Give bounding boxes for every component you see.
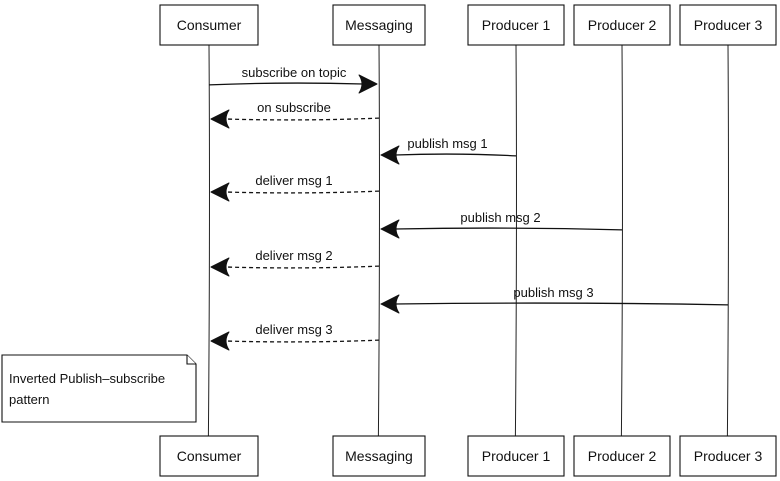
- participant-box-producer-2-top: [573, 4, 671, 46]
- message-arrowhead-4: [210, 182, 230, 202]
- lifeline-producer-1: [514, 44, 517, 437]
- participant-box-messaging-bottom: [332, 435, 426, 477]
- note-line-2: pattern: [9, 392, 49, 407]
- lifeline-consumer: [207, 44, 210, 437]
- lifeline-producer-2: [620, 44, 623, 437]
- message-arrowhead-1: [358, 74, 378, 94]
- message-line-5: [394, 227, 623, 231]
- lifeline-messaging: [377, 44, 380, 437]
- participant-label-messaging-bottom: Messaging: [345, 448, 413, 464]
- note: Inverted Publish–subscribe pattern: [1, 354, 197, 423]
- participant-label-producer-1-bottom: Producer 1: [482, 448, 551, 464]
- message-line-7: [394, 302, 729, 306]
- message-arrowhead-7: [380, 294, 400, 314]
- lifelines: [207, 44, 729, 437]
- participant-label-producer-2-bottom: Producer 2: [588, 448, 657, 464]
- note-box: [1, 354, 197, 423]
- message-arrowhead-8: [210, 331, 230, 351]
- message-line-8: [224, 339, 380, 343]
- messages: subscribe on topic on subscribe publish ms…: [208, 65, 729, 351]
- participant-box-consumer-top: [159, 4, 259, 46]
- message-line-4: [224, 190, 380, 194]
- message-line-3: [394, 153, 517, 157]
- message-label-7: publish msg 3: [513, 285, 593, 300]
- participant-label-messaging-top: Messaging: [345, 17, 413, 33]
- message-label-5: publish msg 2: [460, 210, 540, 225]
- participant-box-producer-1-top: [467, 4, 565, 46]
- message-label-3: publish msg 1: [407, 136, 487, 151]
- message-arrowhead-3: [380, 145, 400, 165]
- participant-label-producer-2-top: Producer 2: [588, 17, 657, 33]
- participant-box-producer-3-top: [679, 4, 777, 46]
- message-arrowhead-2: [210, 109, 230, 129]
- participant-label-producer-1-top: Producer 1: [482, 17, 551, 33]
- message-label-4: deliver msg 1: [255, 173, 332, 188]
- note-line-1: Inverted Publish–subscribe: [9, 371, 165, 386]
- participant-label-producer-3-top: Producer 3: [694, 17, 763, 33]
- participant-box-producer-2-bottom: [573, 435, 671, 477]
- message-line-2: [224, 117, 380, 121]
- lifeline-producer-3: [726, 44, 729, 437]
- participant-label-producer-3-bottom: Producer 3: [694, 448, 763, 464]
- message-label-6: deliver msg 2: [255, 248, 332, 263]
- note-fold: [186, 355, 196, 365]
- message-line-6: [224, 265, 380, 269]
- message-arrowhead-6: [210, 257, 230, 277]
- participant-box-messaging-top: [332, 4, 426, 46]
- participant-label-consumer-top: Consumer: [177, 17, 242, 33]
- message-arrowhead-5: [380, 219, 400, 239]
- message-label-2: on subscribe: [257, 100, 331, 115]
- participant-box-producer-3-bottom: [679, 435, 777, 477]
- message-label-8: deliver msg 3: [255, 322, 332, 337]
- participant-box-producer-1-bottom: [467, 435, 565, 477]
- participant-label-consumer-bottom: Consumer: [177, 448, 242, 464]
- participant-boxes: ConsumerConsumerMessagingMessagingProduc…: [159, 4, 777, 477]
- message-label-1: subscribe on topic: [242, 65, 347, 80]
- participant-box-consumer-bottom: [159, 435, 259, 477]
- message-line-1: [208, 82, 364, 86]
